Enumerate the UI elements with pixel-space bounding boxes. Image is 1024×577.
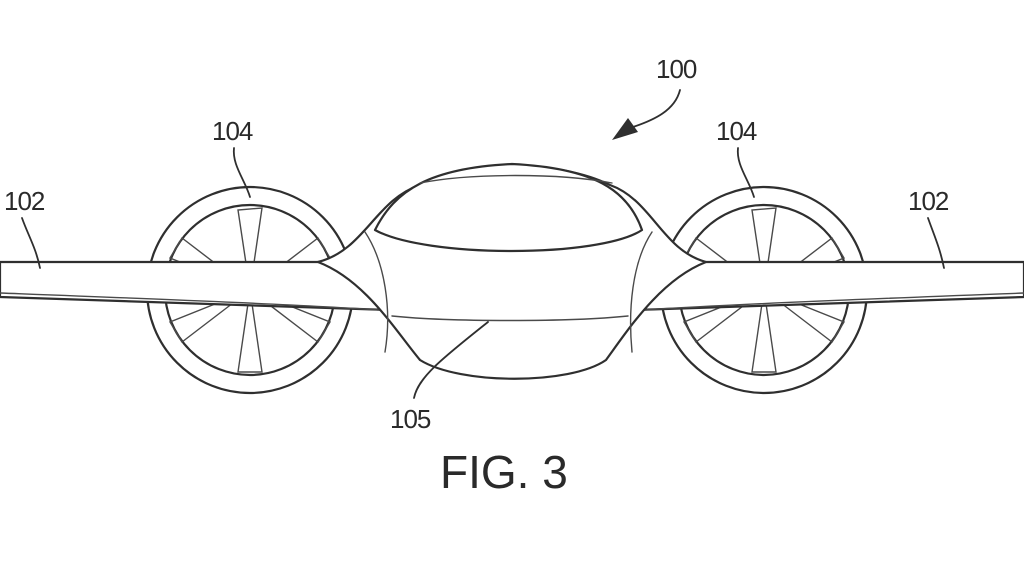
label-105: 105 [390,404,431,434]
label-102-left: 102 [4,186,45,216]
fuselage-waterline [391,315,629,322]
wing-chord-line-right [643,292,1024,311]
fuselage-left-seam [364,231,389,353]
wing-chord-line-left [0,292,381,311]
label-102-right: 102 [908,186,949,216]
label-104-right: 104 [716,116,757,146]
leader-100 [629,89,681,129]
label-104-left: 104 [212,116,253,146]
figure-caption: FIG. 3 [440,446,568,498]
leader-105 [413,321,489,399]
canopy-frame [419,174,613,184]
leader-102-left [21,217,41,269]
leader-lines [21,89,945,399]
leader-104-left [233,147,251,198]
arrow-100-icon [612,118,638,140]
reference-labels: 100 104 104 102 102 105 [4,54,950,434]
fuselage-right-seam [629,231,653,353]
canopy [373,162,644,253]
leader-104-right [737,147,755,198]
canopy-dome [373,162,644,253]
label-100: 100 [656,54,697,84]
leader-102-right [927,217,945,269]
